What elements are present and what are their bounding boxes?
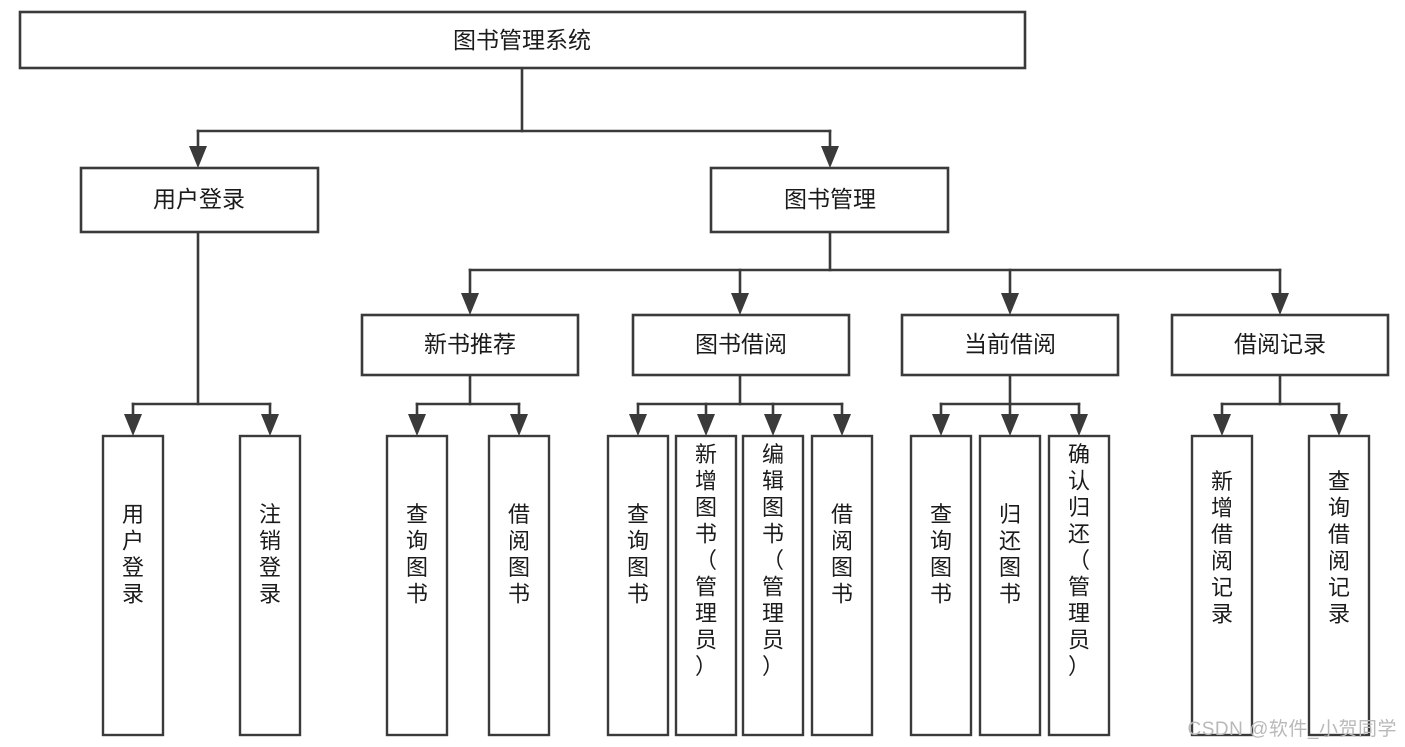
leaf-query-book-2[interactable]: 查询图书 <box>606 434 670 737</box>
leaf-query-book-1[interactable]: 查询图书 <box>385 434 449 737</box>
arrow-to-user-login <box>189 146 207 168</box>
connector-userlogin-to-leaves <box>124 230 279 436</box>
leaf-add-book-label: 新增图书（管理员） <box>695 442 717 679</box>
arrow-to-new-book-recommend <box>461 293 479 315</box>
leaf-query-record-label: 查询借阅记录 <box>1328 469 1350 627</box>
leaf-query-book-2-label: 查询图书 <box>627 502 649 607</box>
connector-currentborrow-to-leaves <box>932 373 1088 436</box>
node-book-manage-label: 图书管理 <box>784 186 876 212</box>
leaf-query-book-3[interactable]: 查询图书 <box>909 434 973 737</box>
leaf-add-book[interactable]: 新增图书（管理员） <box>674 434 738 737</box>
arrow-to-leaf-logout-login <box>261 414 279 436</box>
arrow-to-leaf-user-login <box>124 414 142 436</box>
arrow-to-book-manage <box>821 146 839 168</box>
leaf-query-book-3-label: 查询图书 <box>930 502 952 607</box>
leaf-query-record[interactable]: 查询借阅记录 <box>1307 434 1371 737</box>
leaf-confirm-return-label: 确认归还（管理员） <box>1068 442 1090 679</box>
leaf-add-record-label: 新增借阅记录 <box>1211 469 1233 627</box>
arrow-to-current-borrow <box>1001 293 1019 315</box>
node-user-login-label: 用户登录 <box>153 186 245 212</box>
node-root-label: 图书管理系统 <box>453 27 591 53</box>
leaf-borrow-book-2-label: 借阅图书 <box>831 502 853 607</box>
leaf-logout-login[interactable]: 注销登录 <box>238 434 302 737</box>
arrow-to-leaf-edit-book <box>764 414 782 436</box>
arrow-to-borrow-record <box>1271 293 1289 315</box>
leaf-borrow-book-1-label: 借阅图书 <box>508 502 530 607</box>
leaf-query-book-1-label: 查询图书 <box>406 502 428 607</box>
connector-bookmanage-to-level3 <box>461 230 1289 315</box>
leaf-return-book[interactable]: 归还图书 <box>978 434 1042 737</box>
arrow-to-leaf-borrow-book-2 <box>833 414 851 436</box>
connector-newbook-to-leaves <box>408 373 528 436</box>
arrow-to-leaf-query-book-1 <box>408 414 426 436</box>
node-current-borrow[interactable]: 当前借阅 <box>900 313 1120 377</box>
leaf-edit-book-label: 编辑图书（管理员） <box>762 442 784 679</box>
node-user-login[interactable]: 用户登录 <box>79 166 320 234</box>
node-borrow-record-label: 借阅记录 <box>1234 331 1326 357</box>
arrow-to-leaf-query-record <box>1330 414 1348 436</box>
node-current-borrow-label: 当前借阅 <box>964 331 1056 357</box>
node-borrow-record[interactable]: 借阅记录 <box>1170 313 1390 377</box>
leaf-edit-book[interactable]: 编辑图书（管理员） <box>741 434 805 737</box>
arrow-to-book-borrow <box>731 293 749 315</box>
arrow-to-leaf-confirm-return <box>1070 414 1088 436</box>
arrow-to-leaf-borrow-book-1 <box>510 414 528 436</box>
node-book-borrow-label: 图书借阅 <box>695 331 787 357</box>
connector-bookborrow-to-leaves <box>629 373 851 436</box>
connector-root-to-level2 <box>189 66 839 168</box>
leaf-borrow-book-1[interactable]: 借阅图书 <box>487 434 551 737</box>
arrow-to-leaf-query-book-3 <box>932 414 950 436</box>
node-book-manage[interactable]: 图书管理 <box>709 166 950 234</box>
arrow-to-leaf-add-book <box>697 414 715 436</box>
node-new-book-recommend[interactable]: 新书推荐 <box>360 313 580 377</box>
leaf-user-login[interactable]: 用户登录 <box>101 434 165 737</box>
node-root[interactable]: 图书管理系统 <box>18 10 1027 70</box>
node-book-borrow[interactable]: 图书借阅 <box>631 313 851 377</box>
leaf-user-login-label: 用户登录 <box>122 502 144 607</box>
leaf-borrow-book-2[interactable]: 借阅图书 <box>810 434 874 737</box>
leaf-logout-login-label: 注销登录 <box>259 502 281 607</box>
connector-borrowrecord-to-leaves <box>1213 373 1348 436</box>
leaf-return-book-label: 归还图书 <box>999 502 1021 607</box>
arrow-to-leaf-add-record <box>1213 414 1231 436</box>
leaf-add-record[interactable]: 新增借阅记录 <box>1190 434 1254 737</box>
arrow-to-leaf-return-book <box>1001 414 1019 436</box>
node-new-book-recommend-label: 新书推荐 <box>424 331 516 357</box>
arrow-to-leaf-query-book-2 <box>629 414 647 436</box>
leaf-confirm-return[interactable]: 确认归还（管理员） <box>1047 434 1111 737</box>
